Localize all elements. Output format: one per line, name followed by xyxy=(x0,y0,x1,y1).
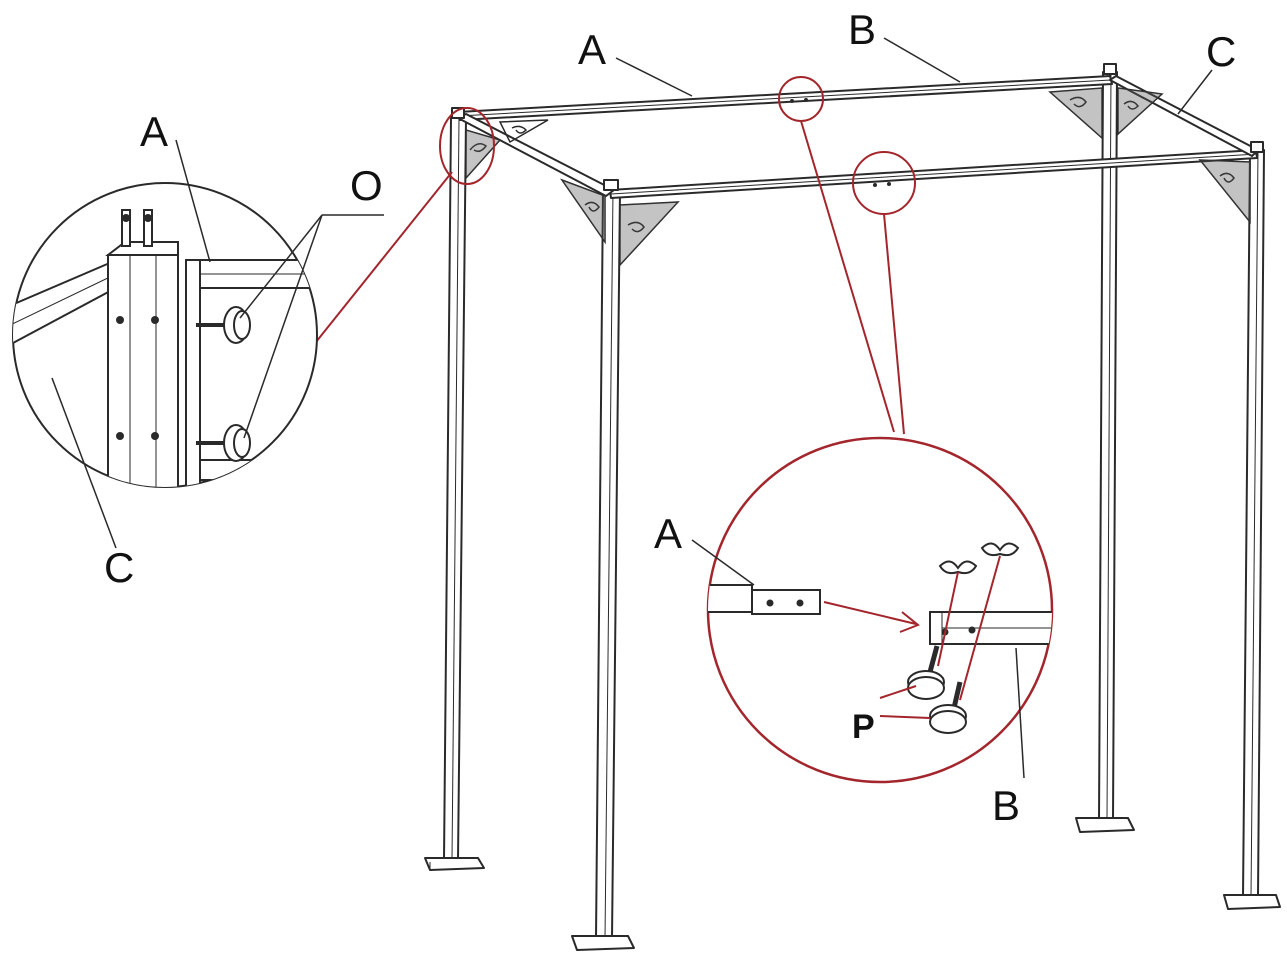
post-front-left xyxy=(571,189,635,951)
leader-left-c xyxy=(51,377,117,549)
post-front-right xyxy=(1223,149,1281,910)
bolt-p-lower xyxy=(929,681,967,734)
leader-left-a xyxy=(175,139,211,263)
bolt-o-lower xyxy=(196,424,251,462)
label-right-b: B xyxy=(992,782,1020,829)
leader-left-o-upper xyxy=(239,214,323,319)
corner-brackets xyxy=(465,87,1251,267)
callout-marker-corner xyxy=(439,107,495,185)
label-top-a: A xyxy=(578,26,606,73)
beam-front xyxy=(609,149,1258,199)
leader-right-a xyxy=(691,539,755,586)
leader-top-c xyxy=(1177,69,1213,115)
callout-leader-right-1 xyxy=(800,120,895,433)
leader-p-upper xyxy=(879,685,917,699)
leader-p-lower xyxy=(879,715,931,719)
leader-left-o-lower xyxy=(243,214,323,439)
assembly-arrow xyxy=(823,601,917,625)
leader-top-a xyxy=(615,57,693,97)
bolt-p-upper xyxy=(907,645,945,700)
guide-line-right xyxy=(959,555,1001,701)
leader-right-b xyxy=(1015,647,1025,779)
label-left-a: A xyxy=(140,108,168,155)
callout-leader-left xyxy=(315,171,453,343)
wing-nut-left xyxy=(938,560,978,575)
label-top-c: C xyxy=(1206,28,1236,75)
wing-nut-right xyxy=(980,542,1020,557)
leader-top-b xyxy=(883,37,961,83)
label-right-p: P xyxy=(852,708,875,746)
label-left-c: C xyxy=(104,544,134,591)
post-back-left xyxy=(424,117,485,871)
label-left-o: O xyxy=(350,162,383,209)
assembly-arrow-head xyxy=(899,611,920,633)
label-right-a: A xyxy=(654,510,682,557)
guide-line-left xyxy=(937,571,959,667)
post-back-right xyxy=(1075,71,1135,833)
callout-leader-right-2 xyxy=(883,213,905,435)
label-top-b: B xyxy=(848,6,876,53)
detail-right: A P B xyxy=(654,436,1054,829)
detail-left: A O C xyxy=(12,108,384,591)
